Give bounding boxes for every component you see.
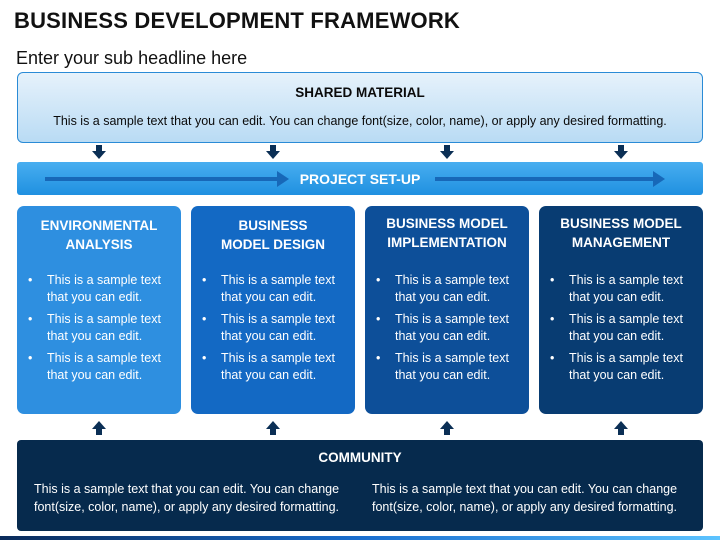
card-bullet-list: • This is a sample text that you can edit… [550,272,698,389]
page-title: BUSINESS DEVELOPMENT FRAMEWORK [14,8,461,33]
project-setup-bar: PROJECT SET-UP [17,162,703,195]
card-bullet-list: • This is a sample text that you can edit… [28,272,176,389]
arrow-up-icon [440,421,454,435]
card-business-model-implementation: BUSINESS MODEL IMPLEMENTATION • This is a… [365,206,529,414]
bullet-text: This is a sample text that you can edit. [569,351,683,382]
bullet-icon: • [28,273,33,287]
bullet-icon: • [550,312,555,326]
bullet-text: This is a sample text that you can edit. [47,312,161,343]
bullet-icon: • [376,351,381,365]
page-subtitle: Enter your sub headline here [16,48,248,68]
community-text-left: This is a sample text that you can edit.… [34,482,340,514]
bullet-icon: • [202,312,207,326]
list-item: • This is a sample text that you can edit… [202,272,350,306]
list-item: • This is a sample text that you can edit… [550,272,698,306]
bullet-text: This is a sample text that you can edit. [395,312,509,343]
list-item: • This is a sample text that you can edit… [376,350,524,384]
bullet-text: This is a sample text that you can edit. [47,273,161,304]
list-item: • This is a sample text that you can edit… [376,311,524,345]
bullet-text: This is a sample text that you can edit. [47,351,161,382]
arrow-up-icon [266,421,280,435]
bullet-text: This is a sample text that you can edit. [569,273,683,304]
card-bullet-list: • This is a sample text that you can edit… [376,272,524,389]
list-item: • This is a sample text that you can edit… [550,311,698,345]
arrow-up-icon [92,421,106,435]
list-item: • This is a sample text that you can edit… [376,272,524,306]
card-heading: BUSINESS MODEL MANAGEMENT [560,216,682,250]
bullet-icon: • [376,273,381,287]
card-environmental-analysis: ENVIRONMENTAL ANALYSIS • This is a sample… [17,206,181,414]
card-business-model-design: BUSINESS MODEL DESIGN • This is a sample … [191,206,355,414]
community-heading: COMMUNITY [318,450,402,465]
arrow-up-icon [614,421,628,435]
footer-accent-bar [0,536,720,540]
arrow-down-icon [440,145,454,159]
setup-arrow-line-left [45,177,277,181]
bullet-text: This is a sample text that you can edit. [395,273,509,304]
shared-material-box: SHARED MATERIAL This is a sample text th… [17,72,703,143]
bullet-icon: • [550,273,555,287]
arrow-right-icon [277,171,289,187]
shared-material-text: This is a sample text that you can edit.… [53,114,667,128]
list-item: • This is a sample text that you can edit… [28,311,176,345]
bullet-icon: • [376,312,381,326]
arrow-down-icon [266,145,280,159]
bullet-icon: • [550,351,555,365]
community-box: COMMUNITY This is a sample text that you… [17,440,703,531]
list-item: • This is a sample text that you can edit… [550,350,698,384]
list-item: • This is a sample text that you can edit… [202,311,350,345]
list-item: • This is a sample text that you can edit… [202,350,350,384]
bullet-text: This is a sample text that you can edit. [221,273,335,304]
card-bullet-list: • This is a sample text that you can edit… [202,272,350,389]
bullet-text: This is a sample text that you can edit. [221,351,335,382]
bullet-text: This is a sample text that you can edit. [569,312,683,343]
card-heading: BUSINESS MODEL IMPLEMENTATION [386,216,508,250]
bullet-text: This is a sample text that you can edit. [395,351,509,382]
bullet-icon: • [28,351,33,365]
card-heading: ENVIRONMENTAL ANALYSIS [40,218,158,252]
card-business-model-management: BUSINESS MODEL MANAGEMENT • This is a sam… [539,206,703,414]
list-item: • This is a sample text that you can edit… [28,350,176,384]
bullet-icon: • [202,351,207,365]
community-text-right: This is a sample text that you can edit.… [372,482,678,514]
card-heading: BUSINESS MODEL DESIGN [221,218,326,252]
list-item: • This is a sample text that you can edit… [28,272,176,306]
bullet-icon: • [202,273,207,287]
project-setup-label: PROJECT SET-UP [299,171,421,187]
setup-arrow-line-right [435,177,653,181]
arrow-down-icon [614,145,628,159]
bullet-icon: • [28,312,33,326]
shared-material-heading: SHARED MATERIAL [295,85,425,100]
bullet-text: This is a sample text that you can edit. [221,312,335,343]
arrow-down-icon [92,145,106,159]
arrow-right-icon [653,171,665,187]
